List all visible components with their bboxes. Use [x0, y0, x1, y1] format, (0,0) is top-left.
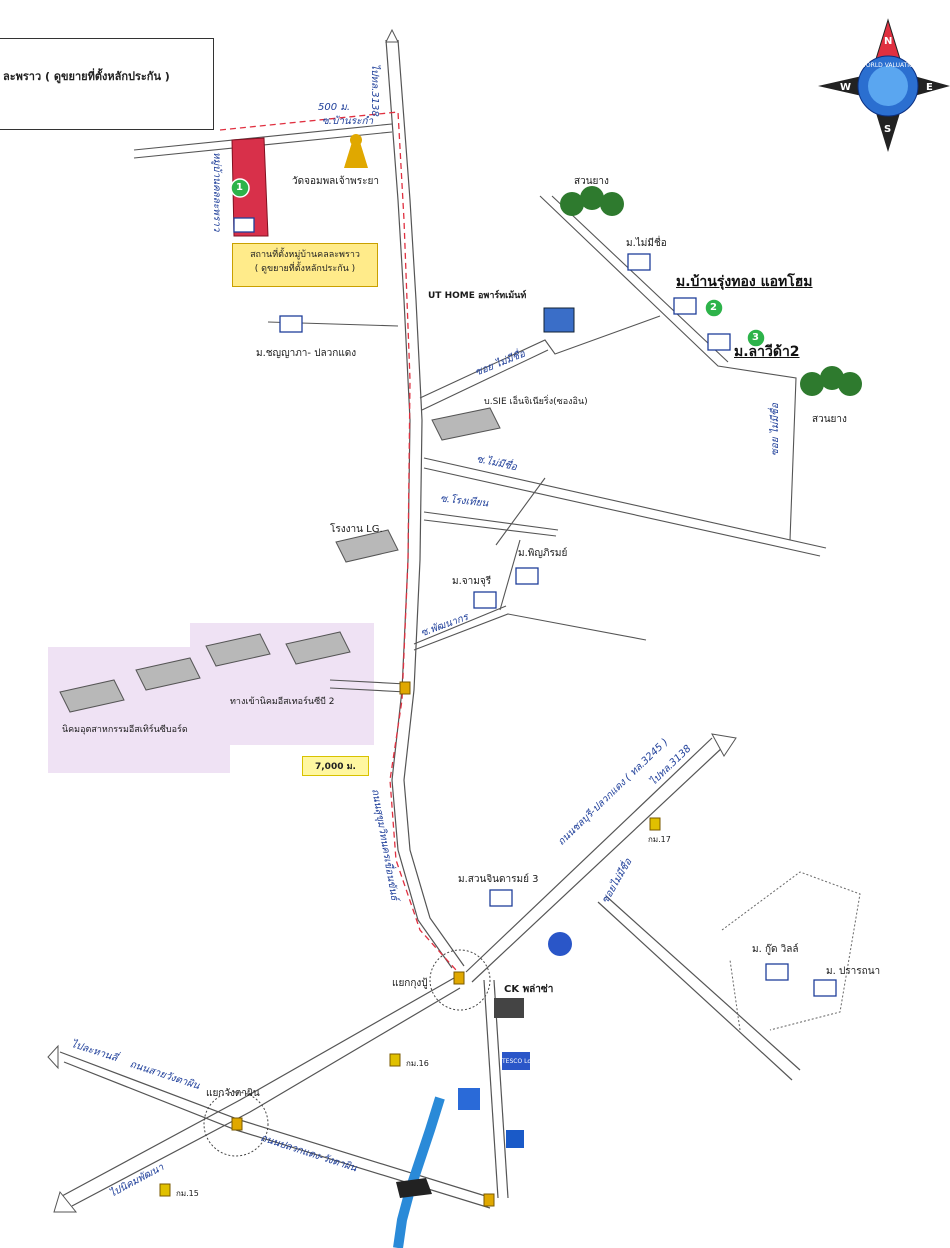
ptt-station-icon — [548, 932, 572, 956]
arrow-w — [47, 1044, 59, 1070]
house-icons — [233, 217, 837, 997]
place-chanchuri: ม.จามจุรี — [452, 576, 492, 587]
bank-icon-2 — [506, 1130, 524, 1148]
ck-plaza-icon — [494, 998, 524, 1018]
bank-icon — [458, 1088, 480, 1110]
callout-line2: ( ดูขยายที่ตั้งหลักประกัน ) — [254, 264, 356, 274]
place-maimeechue: ม.ไม่มีชื่อ — [626, 238, 667, 249]
title-text: ละพราว ( ดูขยายที่ตั้งหลักประกัน ) — [3, 70, 170, 83]
junction-circle-rangsit — [203, 1091, 269, 1157]
place-km15: กม.15 — [176, 1189, 199, 1198]
marker-3: 3 — [752, 332, 759, 343]
compass-w: W — [840, 82, 852, 93]
bridge-icon — [396, 1178, 432, 1198]
diagonal-road — [59, 737, 801, 1209]
compass-s: S — [884, 124, 892, 135]
location-callout: สถานที่ตั้งหมู่บ้านคลละพราว ( ดูขยายที่ต… — [232, 243, 378, 287]
arrow-sw — [53, 1190, 78, 1213]
route-dashed-line — [219, 111, 457, 971]
main-vertical-road — [385, 39, 465, 969]
place-chunyaphat: ม.ชญญาภา- ปลวกแดง — [256, 348, 357, 359]
industrial-estate-area-2 — [190, 623, 374, 745]
place-tesco: TESCO Lotus — [502, 1058, 541, 1065]
place-lavida: ม.ลาวีด้า2 — [734, 344, 800, 360]
compass-e: E — [926, 82, 933, 93]
place-temple: วัดจอมพลเจ้าพระยา — [292, 176, 379, 187]
marker-1: 1 — [236, 182, 243, 193]
place-eastern: นิคมอุตสาหกรรมอีสเทิร์นซีบอร์ด — [62, 725, 188, 735]
road-vertical-left: หมู่บ้านคลละพราว — [211, 152, 222, 232]
compass-ring: WORLD VALUATION — [860, 62, 919, 69]
tree-cluster-right — [800, 366, 862, 396]
arrow-top — [385, 28, 399, 43]
river — [393, 1096, 445, 1248]
collateral-plot — [231, 137, 269, 237]
road-soi-top: ซ.บ้านระกำ — [322, 116, 374, 127]
place-suanchinda: ม.สวนจินดารมย์ 3 — [458, 874, 539, 885]
subdivision-outline — [721, 871, 861, 1031]
distance-badge: 7,000 ม. — [302, 756, 369, 776]
temple-icon — [344, 134, 368, 168]
marker-2: 2 — [710, 302, 717, 313]
place-km16: กม.16 — [406, 1059, 429, 1068]
place-rangsit-junction: แยกวังตาผิน — [206, 1088, 260, 1099]
place-kungpoo: แยกกุงปู้ — [392, 978, 428, 989]
arrow-ne — [711, 733, 737, 757]
place-prathana: ม. ปรารถนา — [826, 966, 881, 977]
apartment-icon — [543, 307, 575, 333]
junction-signals — [231, 681, 495, 1207]
place-suanyang-top: สวนยาง — [574, 176, 609, 187]
tree-cluster-top — [560, 186, 624, 216]
callout-line1: สถานที่ตั้งหมู่บ้านคลละพราว — [250, 250, 360, 260]
factory-icons — [59, 407, 501, 713]
junction-circle-kungpoo — [429, 949, 491, 1011]
tesco-icon — [502, 1052, 530, 1070]
place-lg: โรงงาน LG. — [330, 524, 383, 535]
km-markers — [159, 817, 661, 1197]
place-ck: CK พล่าซ่า — [504, 984, 554, 995]
place-eastern-2: ทางเข้านิคมอีสเทอร์นซีบี 2 — [230, 697, 335, 707]
compass-rose — [818, 18, 950, 152]
title-box: ละพราว ( ดูขยายที่ตั้งหลักประกัน ) — [0, 38, 214, 130]
place-goodville: ม. กู๊ด วิลล์ — [752, 944, 799, 955]
road-top: ไปทล.3138 — [369, 64, 380, 117]
compass-n: N — [884, 36, 893, 47]
place-sie: บ.SIE เอ็นจิเนียริ่ง(ซองอิน) — [484, 397, 588, 407]
place-suanyang-right: สวนยาง — [812, 414, 847, 425]
marker-circles — [230, 178, 766, 348]
place-ut-home: UT HOME อพาร์ทเม้นท์ — [428, 291, 527, 301]
place-phiphirom: ม.พิญภิรมย์ — [518, 548, 568, 559]
place-banrungthong: ม.บ้านรุ่งทอง แอทโฮม — [676, 274, 813, 290]
road-soi-right: ซอย ไม่มีชื่อ — [770, 403, 781, 456]
place-km17: กม.17 — [648, 835, 671, 844]
road-500m: 500 ม. — [318, 102, 351, 113]
